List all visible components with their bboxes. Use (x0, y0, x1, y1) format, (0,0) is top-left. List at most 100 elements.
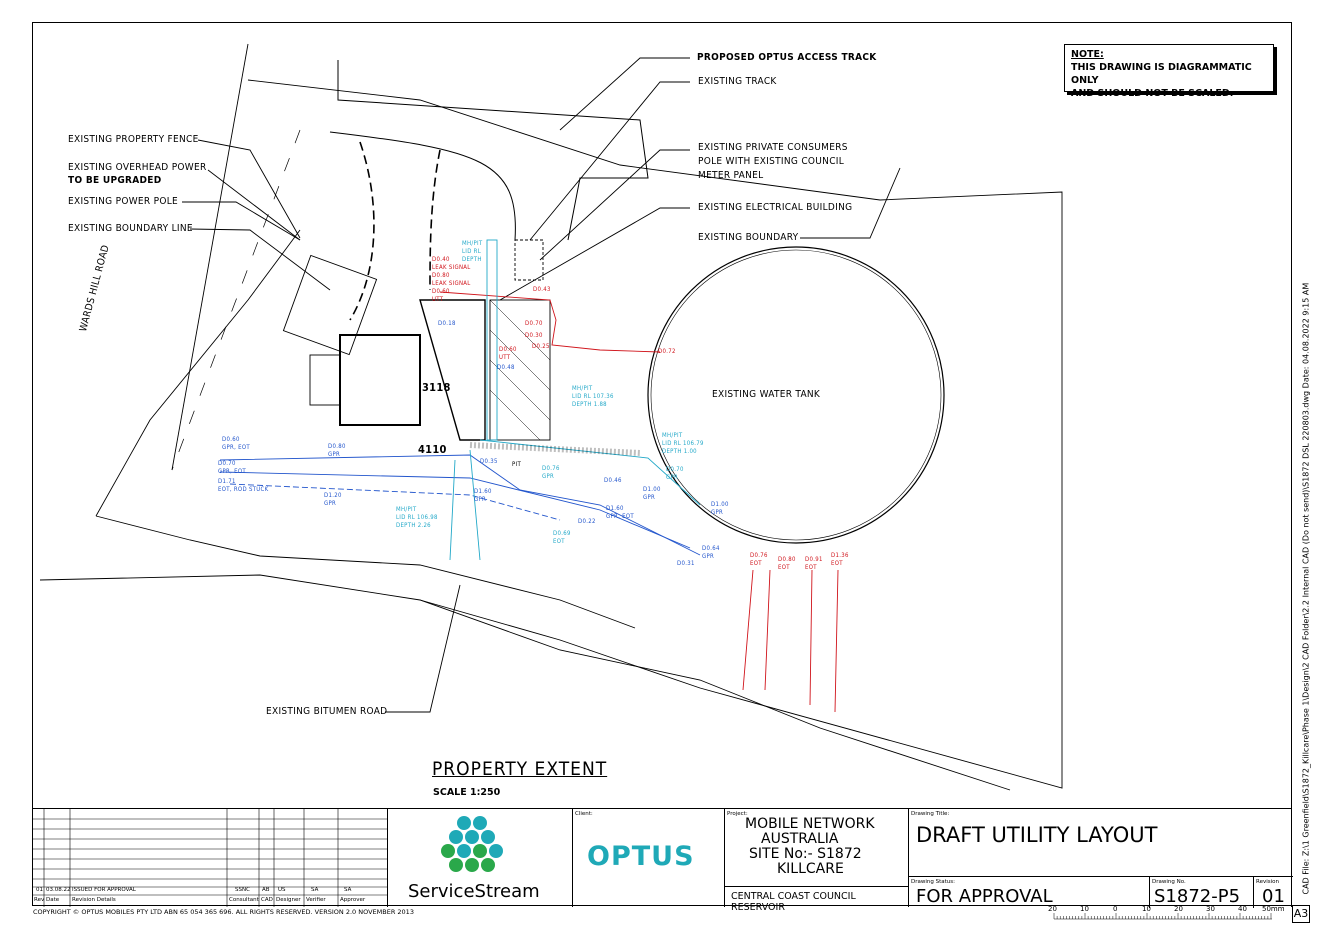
header-details: Revision Details (72, 897, 116, 903)
leader-fence (197, 139, 301, 239)
revision-designer: US (278, 887, 286, 893)
bitumen-road-edge-2 (39, 574, 1011, 791)
callout-private-pole-3: METER PANEL (698, 170, 764, 181)
drawing-title-cell: Drawing Title: DRAFT UTILITY LAYOUT Draw… (908, 809, 1294, 908)
wards-hill-road-edge (171, 43, 249, 471)
note-line-2: AND SHOULD NOT BE SCALED. (1071, 88, 1234, 99)
project-cell: Project: MOBILE NETWORK AUSTRALIA SITE N… (724, 809, 909, 913)
note-heading: NOTE: (1071, 49, 1104, 60)
drawing-no-cell: Drawing No. S1872-P5 (1149, 877, 1254, 908)
note-line-1: THIS DRAWING IS DIAGRAMMATIC ONLY (1071, 62, 1252, 86)
callout-existing-track: EXISTING TRACK (698, 76, 777, 87)
revision-rev: 01 (36, 887, 43, 893)
optus-logo: OPTUS (587, 841, 695, 872)
project-name: MOBILE NETWORK AUSTRALIA SITE No:- S1872… (745, 816, 875, 877)
consultant-logo-cell: ServiceStream (387, 809, 572, 907)
revision-details: ISSUED FOR APPROVAL (72, 887, 136, 893)
scale-bar (1053, 913, 1272, 920)
water-tank-label: EXISTING WATER TANK (712, 389, 821, 400)
red-annotation: D0.43 (533, 286, 551, 293)
servicestream-logo-icon (441, 816, 503, 872)
drawing-number: S1872-P5 (1154, 886, 1241, 907)
scale-tick-label: 30 (1206, 905, 1215, 913)
revision-number: 01 (1262, 886, 1285, 907)
red-annotation: D0.25 (532, 343, 550, 350)
revision-label: Revision (1256, 879, 1279, 885)
proposed-access-track (349, 141, 375, 321)
scale-tick-label: 0 (1113, 905, 1118, 913)
callout-private-pole-2: POLE WITH EXISTING COUNCIL (698, 156, 845, 167)
drawing-title-label: Drawing Title: (911, 811, 950, 817)
boundary-polygon (247, 79, 1063, 789)
client-label: Client: (575, 811, 593, 817)
drawing-frame (32, 22, 1292, 906)
callout-existing-boundary: EXISTING BOUNDARY (698, 232, 799, 243)
cad-file-path: CAD File: Z:\1 Greenfield\S1872_Killcare… (1301, 282, 1311, 895)
red-annotation: D0.70 (525, 320, 543, 327)
callout-overhead-power: EXISTING OVERHEAD POWER (68, 162, 207, 173)
scale-tick-label: 40 (1238, 905, 1247, 913)
header-verifier: Verifier (306, 897, 326, 903)
scale-tick-label: 10 (1142, 905, 1151, 913)
drawing-status: FOR APPROVAL (916, 886, 1053, 907)
water-tank (647, 246, 945, 544)
revision-date: 03.08.22 (46, 887, 71, 893)
scale-tick-label: 20 (1174, 905, 1183, 913)
callout-access-track: PROPOSED OPTUS ACCESS TRACK (697, 52, 877, 63)
copyright-notice: COPYRIGHT © OPTUS MOBILES PTY LTD ABN 65… (33, 908, 414, 916)
scale-label: SCALE 1:250 (433, 787, 501, 798)
scale-tick-label: 50mm (1262, 905, 1285, 913)
revision-table-grid (32, 809, 387, 907)
blue-annotation: D0.48 (497, 364, 515, 371)
electrical-building (489, 299, 551, 441)
boundary-line (95, 229, 301, 517)
header-date: Date (46, 897, 60, 903)
compound (339, 334, 421, 426)
bitumen-road-edge (95, 515, 636, 629)
sheet-size: A3 (1292, 905, 1310, 923)
header-cad: CAD (261, 897, 273, 903)
revision-cell: Revision 01 (1253, 877, 1294, 908)
red-annotation: D0.30 (525, 332, 543, 339)
callout-to-be-upgraded: TO BE UPGRADED (68, 175, 162, 186)
revision-consultant: SSNC (235, 887, 250, 893)
callout-private-pole: EXISTING PRIVATE CONSUMERS (698, 142, 848, 153)
scale-tick-label: 20 (1048, 905, 1057, 913)
callout-electrical-building: EXISTING ELECTRICAL BUILDING (698, 202, 853, 213)
servicestream-logo-text: ServiceStream (408, 881, 540, 902)
property-extent-title: PROPERTY EXTENT (432, 758, 608, 780)
red-utility-line (439, 291, 661, 353)
title-block: 01 03.08.22 ISSUED FOR APPROVAL SSNC AB … (32, 808, 1294, 913)
callout-property-fence: EXISTING PROPERTY FENCE (68, 134, 199, 145)
blue-annotation: D0.22 (578, 518, 596, 525)
revision-approver: SA (344, 887, 352, 893)
header-rev: Rev (34, 897, 45, 903)
blue-annotation: D0.31 (677, 560, 695, 567)
building-hatched (282, 254, 378, 356)
revision-verifier: SA (311, 887, 319, 893)
scale-tick-label: 10 (1080, 905, 1089, 913)
blue-annotation: D0.35 (480, 458, 498, 465)
revision-cad: AB (262, 887, 270, 893)
dimension-4110: 4110 (418, 443, 447, 456)
drawing-no-label: Drawing No. (1152, 879, 1186, 885)
project-label: Project: (727, 811, 748, 817)
red-annotation: D0.72 (658, 348, 676, 355)
drawing-title: DRAFT UTILITY LAYOUT (916, 823, 1158, 847)
callout-boundary-line: EXISTING BOUNDARY LINE (68, 223, 193, 234)
